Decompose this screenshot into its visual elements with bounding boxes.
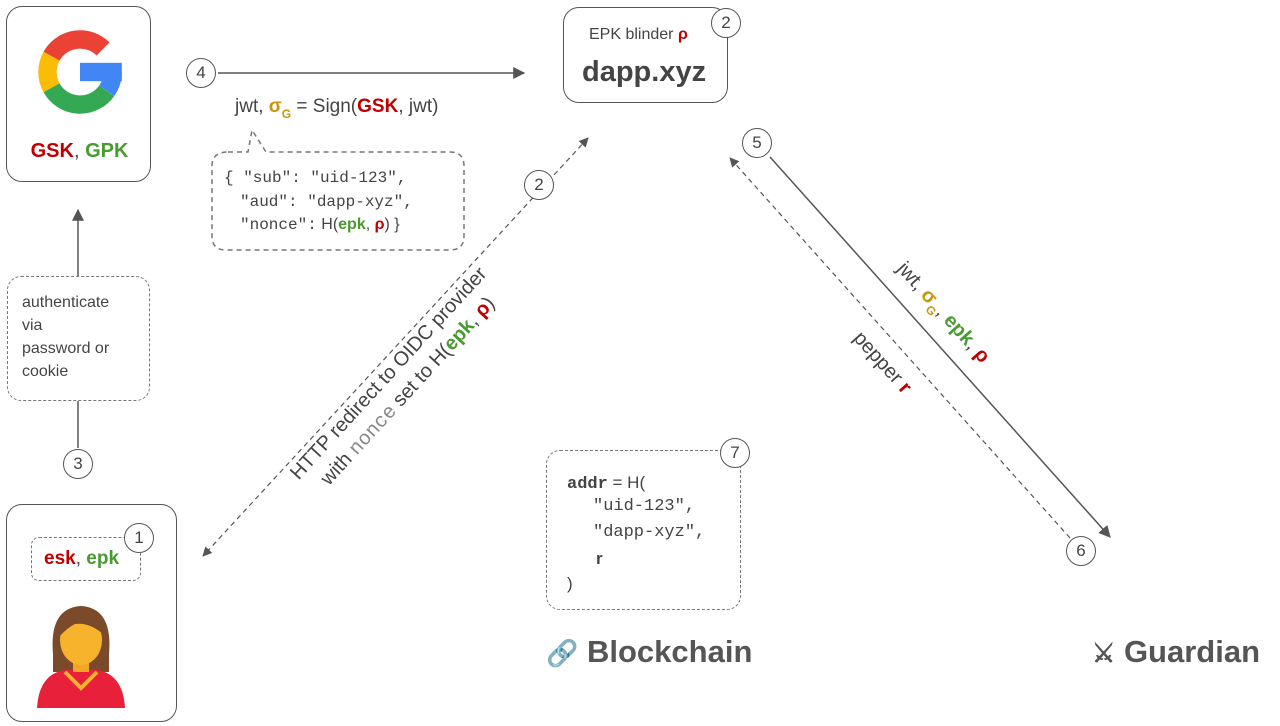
addr-line-2: "uid-123",	[593, 497, 696, 516]
epk-blinder-label: EPK blinder ρ	[589, 26, 688, 43]
link-icon: 🔗	[546, 638, 579, 668]
sign-formula: jwt, σG = Sign(GSK, jwt)	[235, 96, 439, 121]
auth-line-2: via	[22, 317, 43, 334]
step-5-badge: 5	[742, 128, 772, 158]
arrow-dapp-to-guardian	[769, 156, 1111, 538]
dapp-name: dapp.xyz	[582, 56, 707, 88]
user-avatar-icon	[37, 606, 125, 708]
step-2-badge-dapp: 2	[711, 8, 741, 38]
addr-line-3: "dapp-xyz",	[593, 523, 706, 542]
addr-line-5: )	[567, 574, 573, 593]
step-1-badge: 1	[124, 523, 154, 553]
gsk-in-sign: GSK	[357, 96, 399, 117]
step-6-badge: 6	[1066, 536, 1096, 566]
gpk-label: GPK	[85, 140, 129, 162]
sigma-symbol: σ	[268, 96, 282, 117]
ephemeral-keys: esk, epk	[44, 548, 120, 569]
jwt-payload-line-3: "nonce": H(epk, ρ) }	[240, 216, 400, 234]
auth-note-box: authenticate via password or cookie	[7, 276, 150, 401]
dapp-box: EPK blinder ρ dapp.xyz	[563, 7, 728, 103]
addr-line-1: addr = H(	[567, 473, 646, 494]
auth-line-1: authenticate	[22, 294, 110, 311]
jwt-callout-box	[211, 127, 465, 251]
guardian-label: ⚔ Guardian	[1092, 634, 1261, 669]
esk-label: esk	[44, 548, 76, 569]
step-3-badge: 3	[63, 449, 93, 479]
ephemeral-keys-box: esk, epk	[31, 537, 141, 581]
blockchain-label: 🔗 Blockchain	[546, 634, 753, 669]
google-provider-box: GSK, GPK	[6, 6, 151, 182]
crossed-swords-icon: ⚔	[1092, 638, 1116, 668]
google-keys: GSK, GPK	[30, 140, 129, 162]
auth-line-4: cookie	[22, 363, 69, 380]
epk-label: epk	[86, 548, 120, 569]
arrow-pepper-to-dapp	[729, 157, 1071, 539]
step-2-badge-redirect: 2	[524, 170, 554, 200]
step-7-badge: 7	[720, 438, 750, 468]
address-derivation-box: addr = H( "uid-123", "dapp-xyz", r )	[546, 450, 741, 610]
gsk-label: GSK	[30, 140, 74, 162]
step-4-badge: 4	[186, 58, 216, 88]
arrow-redirect-to-user	[202, 137, 589, 557]
addr-line-4: r	[596, 549, 603, 568]
auth-line-3: password or	[22, 340, 110, 357]
google-logo-icon	[38, 30, 122, 114]
jwt-payload-line-1: { "sub": "uid-123",	[224, 169, 407, 187]
rho-symbol: ρ	[677, 26, 688, 43]
jwt-payload-line-2: "aud": "dapp-xyz",	[240, 193, 413, 211]
